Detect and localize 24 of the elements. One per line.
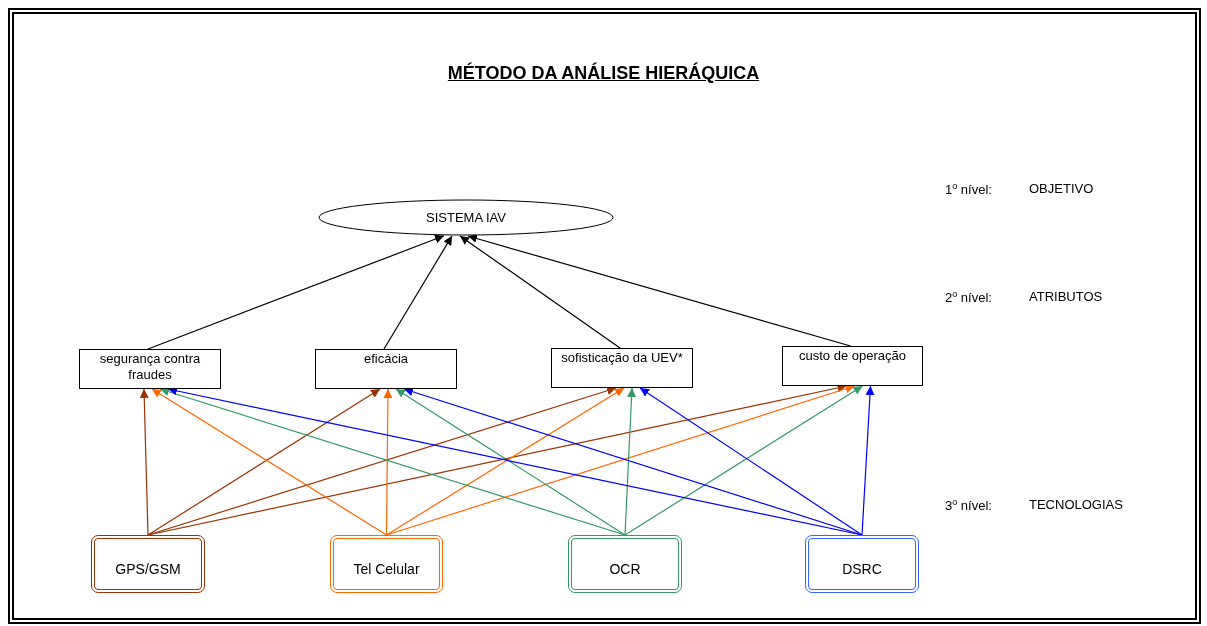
- level-label: 3$^{o}$ nível:: [945, 497, 992, 514]
- arrow: [147, 234, 445, 350]
- arrow: [467, 234, 852, 347]
- attribute-box: sofisticação da UEV*: [551, 348, 693, 388]
- attribute-box: custo de operação: [782, 346, 923, 386]
- arrow: [459, 235, 621, 349]
- attribute-box: segurança contra fraudes: [79, 349, 221, 389]
- diagram-title: MÉTODO DA ANÁLISE HIERÁQUICA: [447, 63, 760, 83]
- arrow: [861, 385, 875, 536]
- goal-ellipse: SISTEMA IAV: [318, 199, 614, 236]
- attribute-box: eficácia: [315, 349, 457, 389]
- technology-box: Tel Celular: [330, 535, 443, 593]
- level-label: 1$^{o}$ nível:: [945, 181, 992, 198]
- technology-box: DSRC: [805, 535, 919, 593]
- arrow: [624, 387, 637, 536]
- technology-box: GPS/GSM: [91, 535, 205, 593]
- level-name: OBJETIVO: [1029, 181, 1094, 196]
- level-label: 2$^{o}$ nível:: [945, 289, 992, 306]
- level-name: TECNOLOGIAS: [1029, 497, 1123, 512]
- technology-box: OCR: [568, 535, 682, 593]
- arrow: [383, 235, 453, 350]
- arrow: [383, 388, 393, 536]
- level-name: ATRIBUTOS: [1029, 289, 1103, 304]
- arrow: [139, 388, 149, 536]
